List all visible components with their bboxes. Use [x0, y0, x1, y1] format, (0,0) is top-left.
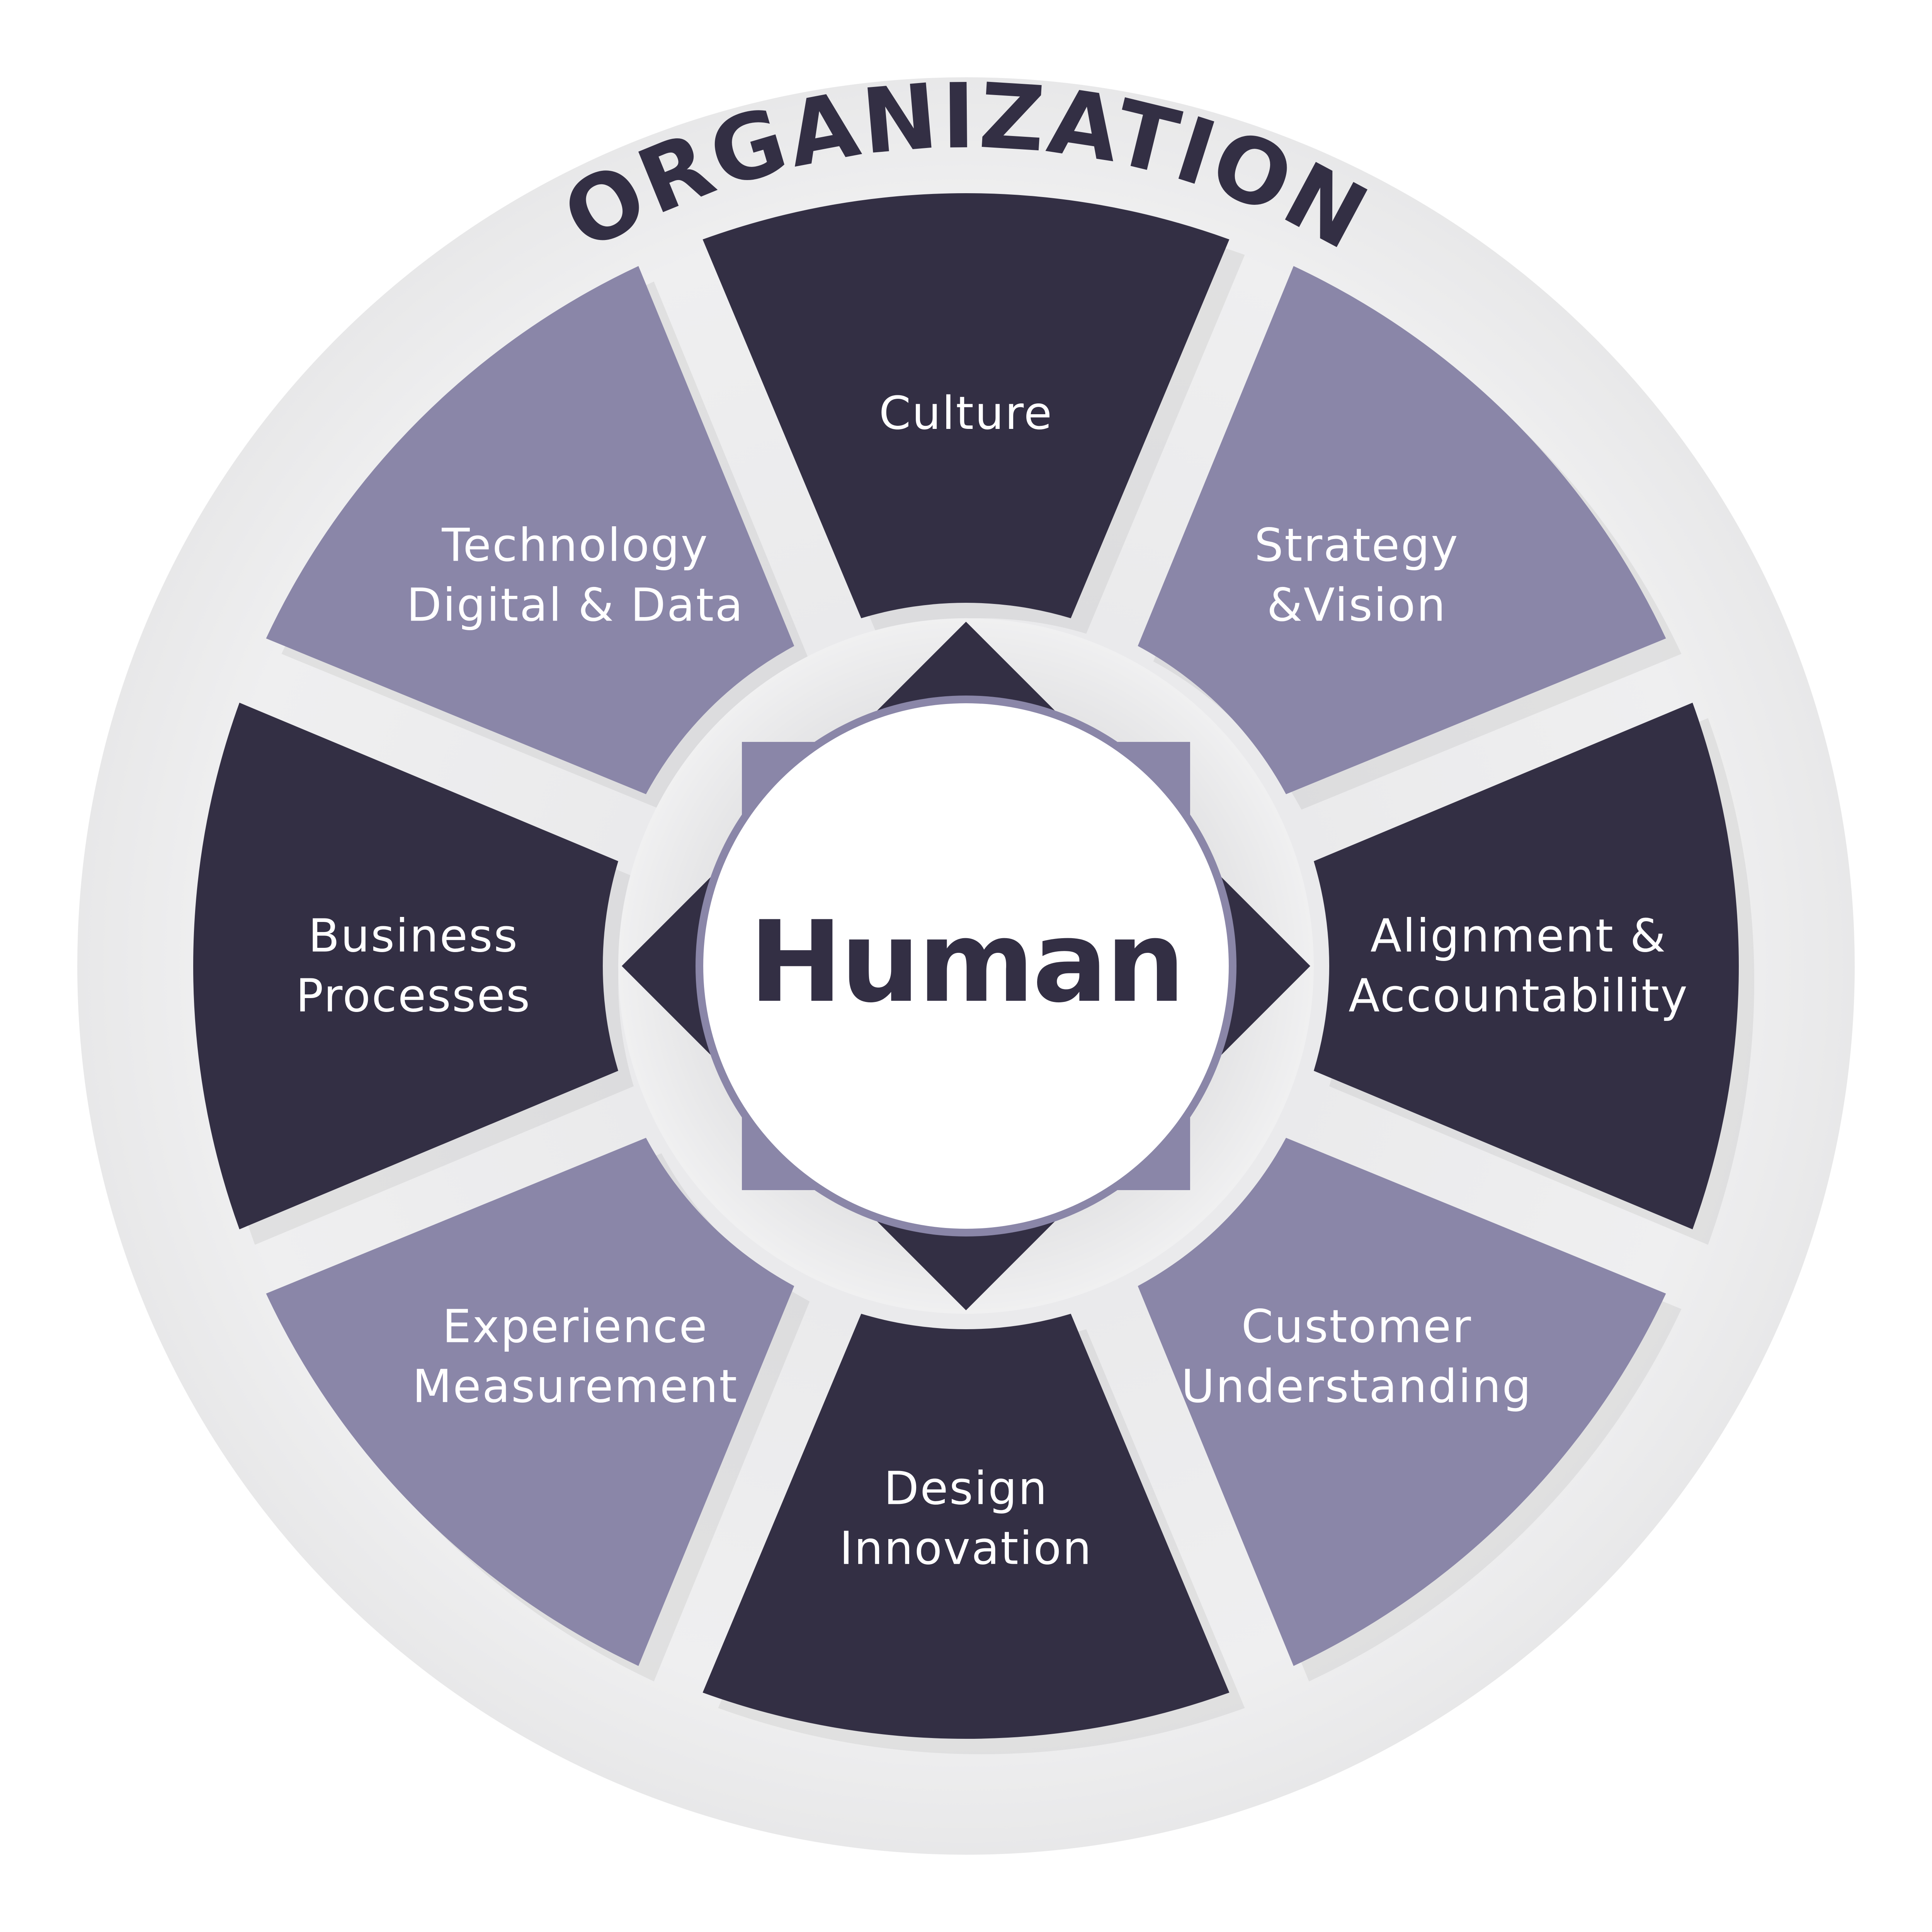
segment-label-line: Business	[308, 909, 519, 963]
segment-label-line: Accountability	[1349, 969, 1689, 1022]
segment-2	[1314, 702, 1739, 1230]
segment-0	[702, 193, 1230, 618]
segment-4	[702, 1314, 1230, 1739]
segment-label-line: Processes	[296, 969, 531, 1022]
segment-label-1: Strategy&Vision	[1254, 518, 1459, 631]
segment-label-line: Understanding	[1181, 1360, 1532, 1413]
segment-1	[1138, 266, 1666, 794]
segment-label-line: Technology	[441, 518, 709, 571]
segment-label-2: Alignment & Accountability	[1349, 909, 1689, 1022]
segment-label-line: Culture	[879, 386, 1053, 440]
segment-label-line: Design	[884, 1462, 1048, 1515]
segment-label-line: &Vision	[1267, 578, 1447, 631]
segment-label-line: Customer	[1242, 1300, 1472, 1353]
segment-label-line: Digital & Data	[406, 578, 744, 631]
segment-label-line: Strategy	[1254, 518, 1459, 571]
segment-label-line: Innovation	[840, 1522, 1093, 1575]
segment-7	[266, 266, 794, 794]
segment-label-line: Measurement	[412, 1360, 738, 1413]
segment-label-line: Alignment &	[1370, 909, 1667, 963]
segment-6	[193, 702, 618, 1230]
center-label: Human	[749, 897, 1183, 1027]
segment-5	[266, 1138, 794, 1666]
center-circle	[703, 703, 1229, 1229]
segment-label-line: Experience	[442, 1300, 708, 1353]
segment-3	[1138, 1138, 1666, 1666]
segment-label-0: Culture	[879, 386, 1053, 440]
